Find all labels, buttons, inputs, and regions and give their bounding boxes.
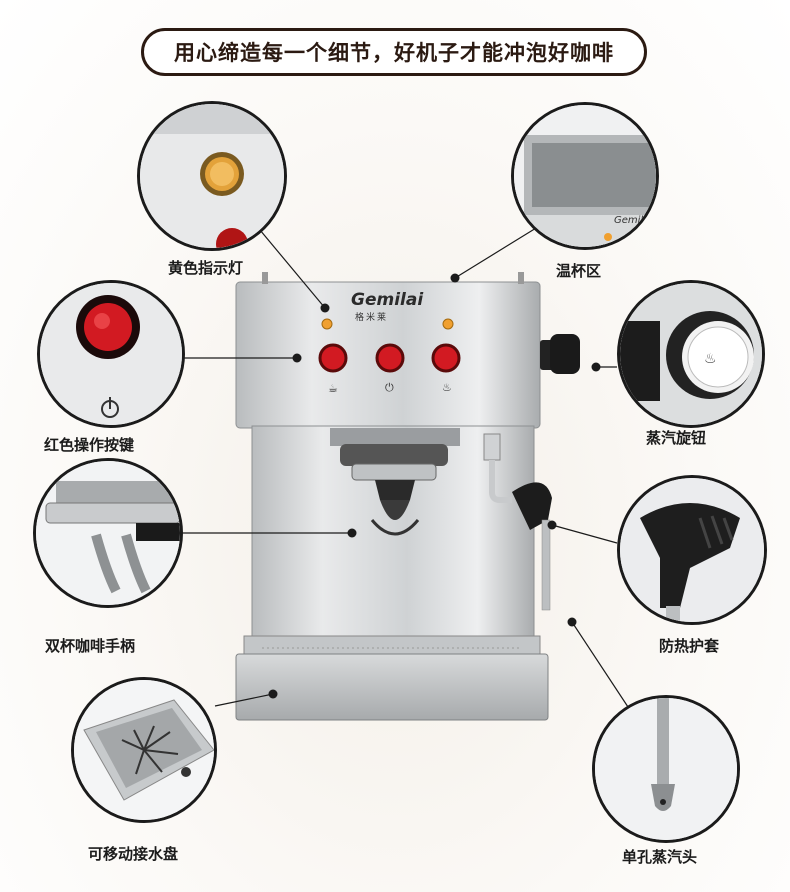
detail-portafilter-circle (33, 458, 183, 608)
detail-yellow-light-circle (137, 101, 287, 251)
detail-drip-tray-circle (71, 677, 217, 823)
cup-icon: ☕ (328, 382, 338, 395)
steam-knob-closeup: ♨ (620, 283, 762, 425)
steam-wand-closeup (595, 698, 737, 840)
drip-tray-closeup (74, 680, 214, 820)
brand-logo: Gemilai (351, 290, 424, 310)
label-red-buttons: 红色操作按键 (44, 436, 135, 454)
yellow-light-closeup (140, 104, 284, 248)
detail-steam-knob-circle: ♨ (617, 280, 765, 428)
label-heat-sleeve: 防热护套 (659, 637, 720, 655)
brand-logo-sub: 格米莱 (355, 313, 389, 323)
portafilter-closeup (36, 461, 180, 605)
cup-warmer-closeup: Gemilai (514, 105, 656, 247)
detail-steam-wand-circle (592, 695, 740, 843)
detail-cup-warmer-circle: Gemilai (511, 102, 659, 250)
label-steam-wand: 单孔蒸汽头 (622, 848, 698, 866)
label-yellow-light: 黄色指示灯 (168, 259, 244, 277)
label-portafilter: 双杯咖啡手柄 (45, 637, 136, 655)
red-button-closeup (40, 283, 182, 425)
steam-icon: ♨ (442, 381, 452, 394)
power-icon: ⏻ (385, 381, 394, 394)
headline-banner: 用心缔造每一个细节，好机子才能冲泡好咖啡 (141, 28, 647, 76)
svg-text:Gemilai: Gemilai (614, 215, 652, 226)
svg-text:♨: ♨ (704, 351, 717, 367)
label-cup-warmer: 温杯区 (556, 262, 602, 280)
heat-sleeve-closeup (620, 478, 764, 622)
label-steam-knob: 蒸汽旋钮 (646, 429, 707, 447)
detail-red-button-circle (37, 280, 185, 428)
detail-heat-sleeve-circle (617, 475, 767, 625)
label-drip-tray: 可移动接水盘 (88, 845, 179, 863)
